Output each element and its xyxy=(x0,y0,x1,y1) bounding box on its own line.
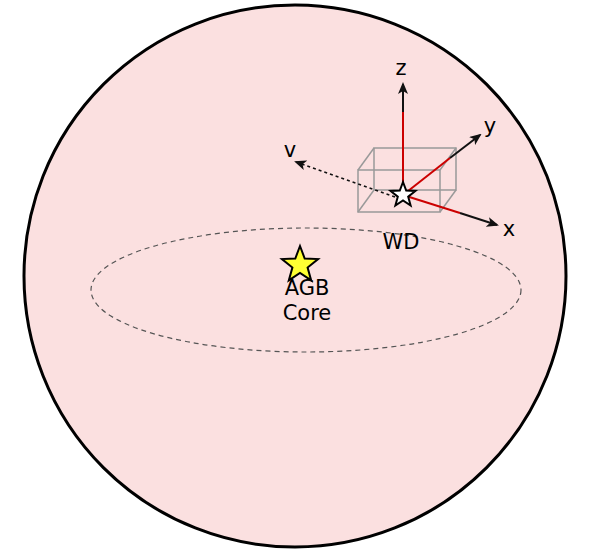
white-dwarf-label: WD xyxy=(383,230,420,255)
white-dwarf-star xyxy=(391,182,416,206)
axis-label: x xyxy=(503,217,515,242)
axis-y xyxy=(403,135,480,195)
axis-label: z xyxy=(395,56,406,81)
axis-label: y xyxy=(484,114,496,139)
orbit-ellipse xyxy=(91,228,521,352)
simulation-box xyxy=(358,148,456,212)
axis-x xyxy=(403,195,497,225)
velocity-arrow xyxy=(296,162,395,197)
axis-z xyxy=(403,84,404,195)
velocity-label: v xyxy=(284,138,296,163)
agb-core-star xyxy=(282,246,318,280)
agb-core-label: AGB Core xyxy=(275,276,339,326)
common-envelope xyxy=(24,5,566,547)
